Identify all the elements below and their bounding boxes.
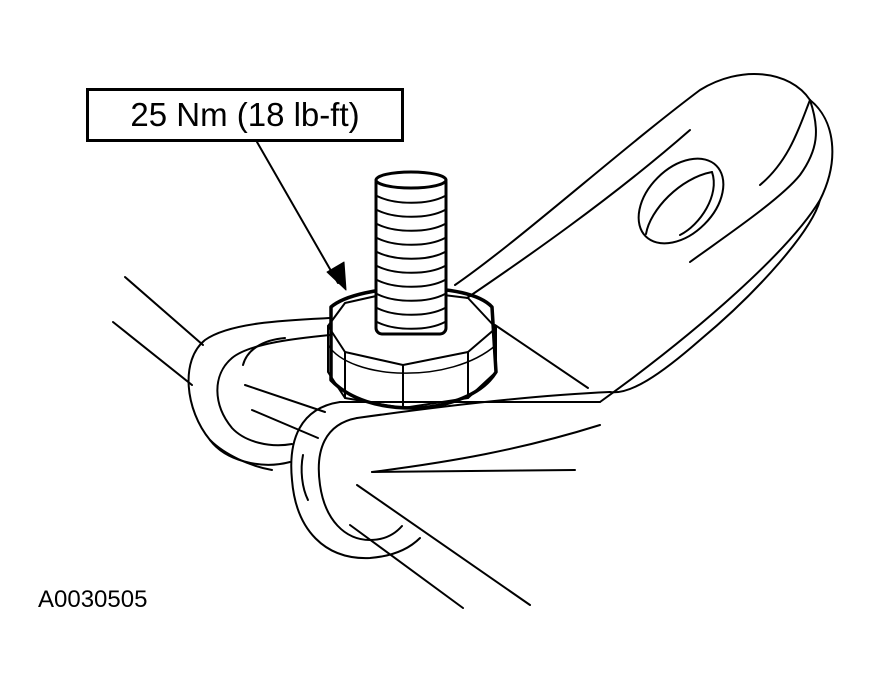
torque-spec-callout: 25 Nm (18 lb-ft) — [86, 88, 404, 142]
rear-clip-loop — [187, 317, 331, 471]
front-clip-bracket — [290, 391, 611, 560]
figure-id-label: A0030505 — [38, 586, 148, 613]
callout-leader-arrow — [256, 141, 347, 291]
mounting-bracket-eyelet — [454, 73, 834, 403]
threaded-stud — [374, 170, 448, 336]
torque-spec-label: 25 Nm (18 lb-ft) — [130, 96, 360, 133]
stabilizer-bar — [112, 276, 589, 609]
